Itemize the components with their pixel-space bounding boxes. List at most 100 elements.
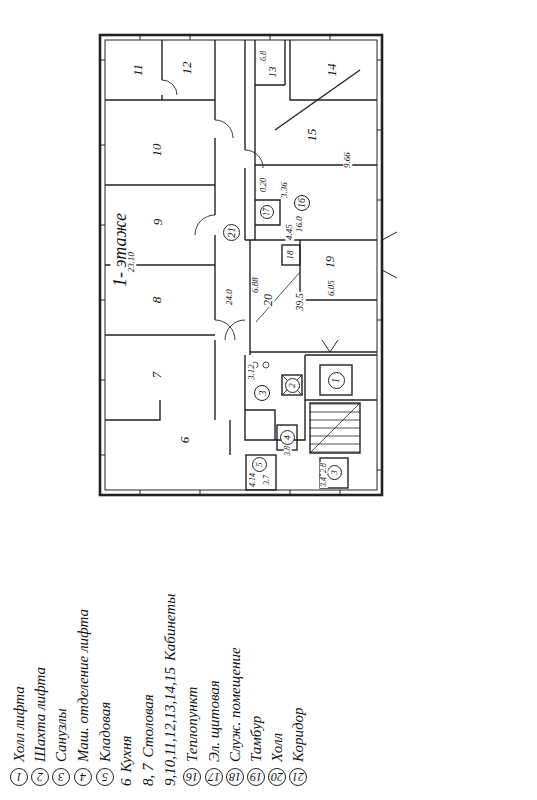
legend-row: 18 Служ. помещение xyxy=(226,647,244,786)
callout-number: 5 xyxy=(255,462,264,467)
callout-number: 4 xyxy=(283,435,292,440)
legend-text: Кладовая xyxy=(97,702,114,762)
dimension: 3.8 xyxy=(284,445,292,457)
legend-row: 17 Эл. щитовая xyxy=(205,680,223,786)
legend-callout: 4 xyxy=(74,768,92,786)
legend-callout: 16 xyxy=(183,768,201,786)
dimension: 6.88 xyxy=(251,276,260,294)
legend-row: 4 Маш. отделение лифта xyxy=(74,609,92,786)
callout-number: 1 xyxy=(331,377,342,383)
room-number: 11 xyxy=(131,63,145,77)
legend-text: Эл. щитовая xyxy=(206,680,223,762)
legend-text: Холл xyxy=(269,733,286,762)
legend-row: 9,10,11,12,13,14,15 Кабинеты xyxy=(162,594,179,786)
callout-number: 4 xyxy=(80,771,86,783)
callout-circle: 3 xyxy=(254,385,270,401)
callout-number: 17 xyxy=(263,208,271,216)
legend-row: 21 Коридор xyxy=(289,708,307,786)
room-number: 10 xyxy=(150,143,164,158)
callout-circle: 21 xyxy=(223,224,240,241)
legend-row: 1 Холл лифта xyxy=(10,686,28,786)
walls xyxy=(100,35,397,495)
callout-circle: 5 xyxy=(252,457,267,472)
legend-row: 8, 7 Столовая xyxy=(140,694,157,786)
callout-number: 2 xyxy=(37,771,43,783)
legend-row: 3 Санузлы xyxy=(52,708,70,786)
room-number: 12 xyxy=(180,61,194,76)
room-number: 8 xyxy=(150,296,164,305)
legend-text: 8, 7 xyxy=(140,764,157,787)
dimension: 2.8 xyxy=(320,462,328,474)
callout-number: 3 xyxy=(330,470,339,475)
legend-callout: 21 xyxy=(289,768,307,786)
legend-text: Санузлы xyxy=(53,708,70,762)
legend-row: 6 Кухня xyxy=(118,736,135,786)
callout-number: 5 xyxy=(102,771,108,783)
room-number: 14 xyxy=(325,63,339,78)
dimension: 4.14 xyxy=(249,472,257,488)
dimension: 0.20 xyxy=(260,177,268,193)
dimension: 3.36 xyxy=(280,181,289,199)
callout-number: 3 xyxy=(257,391,267,396)
legend-text: Маш. отделение лифта xyxy=(75,609,92,762)
dimension: 24.0 xyxy=(225,288,234,306)
dimension: 9.66 xyxy=(343,151,352,169)
dimension: 3.4 xyxy=(320,476,328,488)
room-number: 20 xyxy=(262,293,275,307)
callout-number: 19 xyxy=(250,771,262,783)
legend-text: Тамбур xyxy=(248,716,265,762)
legend-text: Теплопункт xyxy=(184,687,201,762)
legend-callout: 5 xyxy=(96,768,114,786)
room-number: 15 xyxy=(305,128,319,143)
legend-row: 16 Теплопункт xyxy=(183,687,201,786)
dimension: 4.45 xyxy=(285,223,294,241)
legend-row: 5 Кладовая xyxy=(96,702,114,786)
room-number: 18 xyxy=(286,250,295,261)
callout-number: 2 xyxy=(288,383,297,388)
callout-circle: 2 xyxy=(285,378,300,393)
legend-callout: 2 xyxy=(31,768,49,786)
legend-text: Коридор xyxy=(290,708,307,762)
callout-number: 21 xyxy=(292,771,304,783)
dimension: 16.0 xyxy=(295,215,304,233)
legend-row: 19 Тамбур xyxy=(247,716,265,786)
callout-number: 16 xyxy=(297,198,307,208)
legend-callout: 17 xyxy=(205,768,223,786)
callout-number: 21 xyxy=(226,227,237,238)
room-number: 9 xyxy=(151,218,165,227)
room-number: 19 xyxy=(324,255,337,269)
callout-number: 20 xyxy=(271,771,283,783)
callout-circle: 16 xyxy=(294,195,310,211)
callout-circle: 1 xyxy=(328,372,345,389)
callout-circle: 3 xyxy=(327,465,342,480)
room-number: 6 xyxy=(178,436,192,445)
callout-number: 16 xyxy=(186,771,198,783)
dimension: 39.5 xyxy=(295,292,306,312)
callout-number: 1 xyxy=(16,771,22,783)
legend-text: Столовая xyxy=(140,694,157,757)
legend-text: Кухня xyxy=(118,736,135,773)
legend-text: Шахта лифта xyxy=(32,667,49,762)
legend-callout: 18 xyxy=(226,768,244,786)
callout-number: 17 xyxy=(208,771,220,783)
callout-circle: 4 xyxy=(280,430,295,445)
legend-row: 20 Холл xyxy=(268,733,286,786)
dimension: 3.7 xyxy=(263,474,271,486)
legend-row: 2 Шахта лифта xyxy=(31,667,49,786)
legend-callout: 20 xyxy=(268,768,286,786)
callout-circle: 17 xyxy=(260,205,274,219)
legend-text: Служ. помещение xyxy=(227,647,244,762)
dimension: 6.05 xyxy=(327,279,336,297)
dimension: 6.8 xyxy=(260,50,268,62)
room-number: 13 xyxy=(267,66,279,79)
legend-text: 6 xyxy=(118,779,135,787)
legend-text: Холл лифта xyxy=(11,686,28,762)
legend-callout: 1 xyxy=(10,768,28,786)
callout-number: 3 xyxy=(58,771,64,783)
legend-text: Кабинеты xyxy=(162,594,179,661)
callout-number: 18 xyxy=(229,771,241,783)
dimension: 3.12 xyxy=(247,363,256,381)
legend-text: 9,10,11,12,13,14,15 xyxy=(162,667,179,786)
room-number: 7 xyxy=(150,371,164,380)
